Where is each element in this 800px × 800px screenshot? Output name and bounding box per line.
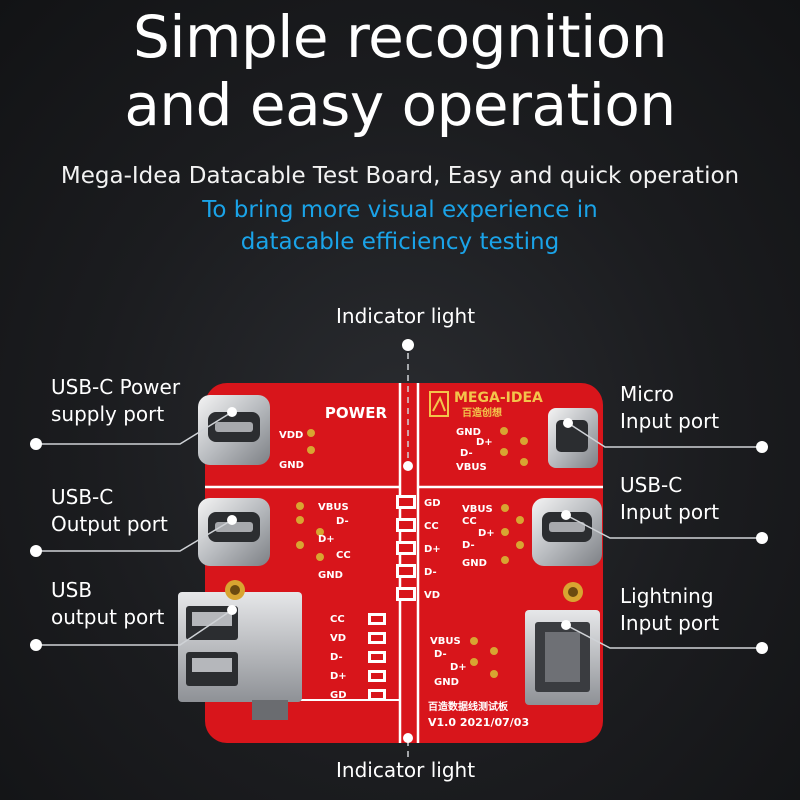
board-version: V1.0 2021/07/03 xyxy=(428,716,529,729)
pin-usb-out-gd: GD xyxy=(330,690,347,701)
callout-usbc-input-line2: Input port xyxy=(620,500,720,524)
pin-usb-out-vd: VD xyxy=(330,633,346,644)
callout-usbc-power-line2: supply port xyxy=(51,402,165,426)
pin-usbc-out-vbus: VBUS xyxy=(318,502,349,513)
center-indicator-leds xyxy=(396,495,416,601)
pin-usb-out-dminus: D- xyxy=(330,652,343,663)
led-label-gd: GD xyxy=(424,498,441,509)
callout-micro-line1: Micro xyxy=(620,382,674,406)
pin-micro-vbus: VBUS xyxy=(456,462,487,473)
callout-usb-output-line1: USB xyxy=(51,578,93,602)
board-brand: MEGA-IDEA xyxy=(454,390,543,406)
pin-gnd: GND xyxy=(279,460,304,471)
headline-line-1: Simple recognition xyxy=(133,3,667,71)
led-label-vd: VD xyxy=(424,590,440,601)
callout-usbc-output-line2: Output port xyxy=(51,512,168,536)
pin-usbc-in-cc: CC xyxy=(462,516,477,527)
callout-indicator-light-top: Indicator light xyxy=(336,304,476,328)
pin-usb-out-dplus: D+ xyxy=(330,671,347,682)
callout-micro-line2: Input port xyxy=(620,409,720,433)
board-brand-cn: 百造创想 xyxy=(462,406,502,419)
usb-a-output-port xyxy=(178,592,302,720)
callout-usbc-output-line1: USB-C xyxy=(51,485,114,509)
mega-idea-logo xyxy=(429,391,449,417)
pin-usbc-out-dminus: D- xyxy=(336,516,349,527)
pin-vdd: VDD xyxy=(279,430,303,441)
pin-usbc-in-dplus: D+ xyxy=(478,528,495,539)
pin-micro-dplus: D+ xyxy=(476,437,493,448)
usbc-power-port xyxy=(198,395,270,465)
pin-lightning-vbus: VBUS xyxy=(430,636,461,647)
pin-usbc-in-gnd: GND xyxy=(462,558,487,569)
pin-usbc-in-dminus: D- xyxy=(462,540,475,551)
usbc-output-port xyxy=(198,498,270,566)
board-power-label: POWER xyxy=(325,404,388,422)
pcb-board xyxy=(205,383,603,743)
callout-usbc-input-port: USB-C Input port xyxy=(620,472,719,526)
callout-indicator-light-bottom: Indicator light xyxy=(336,758,476,782)
callout-lightning-input-port: Lightning Input port xyxy=(620,583,719,637)
pin-lightning-dplus: D+ xyxy=(450,662,467,673)
pin-usb-out-cc: CC xyxy=(330,614,345,625)
callout-usb-output-line2: output port xyxy=(51,605,165,629)
led-label-cc: CC xyxy=(424,521,439,532)
callout-lightning-line2: Input port xyxy=(620,611,720,635)
led-label-dplus: D+ xyxy=(424,544,441,555)
callout-lightning-line1: Lightning xyxy=(620,584,714,608)
board-footer-cn: 百造数据线测试板 xyxy=(428,700,509,713)
usb-output-leds xyxy=(368,613,386,701)
callout-leader-lines xyxy=(36,342,762,762)
subtitle-line-1: Mega-Idea Datacable Test Board, Easy and… xyxy=(60,163,740,189)
callout-usbc-power-line1: USB-C Power xyxy=(51,375,181,399)
pin-micro-gnd: GND xyxy=(456,427,481,438)
pin-usbc-out-gnd: GND xyxy=(318,570,343,581)
pin-lightning-gnd: GND xyxy=(434,677,459,688)
pin-usbc-in-vbus: VBUS xyxy=(462,504,493,515)
micro-usb-input-port xyxy=(548,408,598,468)
usbc-input-port xyxy=(532,498,602,566)
pin-usbc-out-dplus: D+ xyxy=(318,534,335,545)
callout-usbc-power-supply-port: USB-C Power supply port xyxy=(51,374,180,428)
pin-micro-dminus: D- xyxy=(460,448,473,459)
headline-line-2: and easy operation xyxy=(124,71,676,139)
callout-usbc-input-line1: USB-C xyxy=(620,473,683,497)
pin-usbc-out-cc: CC xyxy=(336,550,351,561)
subtitle-line-3: datacable efficiency testing xyxy=(240,229,560,255)
callout-usb-output-port: USB output port xyxy=(51,577,164,631)
callout-usbc-output-port: USB-C Output port xyxy=(51,484,168,538)
led-label-dminus: D- xyxy=(424,567,437,578)
callout-micro-input-port: Micro Input port xyxy=(620,381,719,435)
subtitle-line-2: To bring more visual experience in xyxy=(202,197,598,223)
pin-lightning-dminus: D- xyxy=(434,649,447,660)
